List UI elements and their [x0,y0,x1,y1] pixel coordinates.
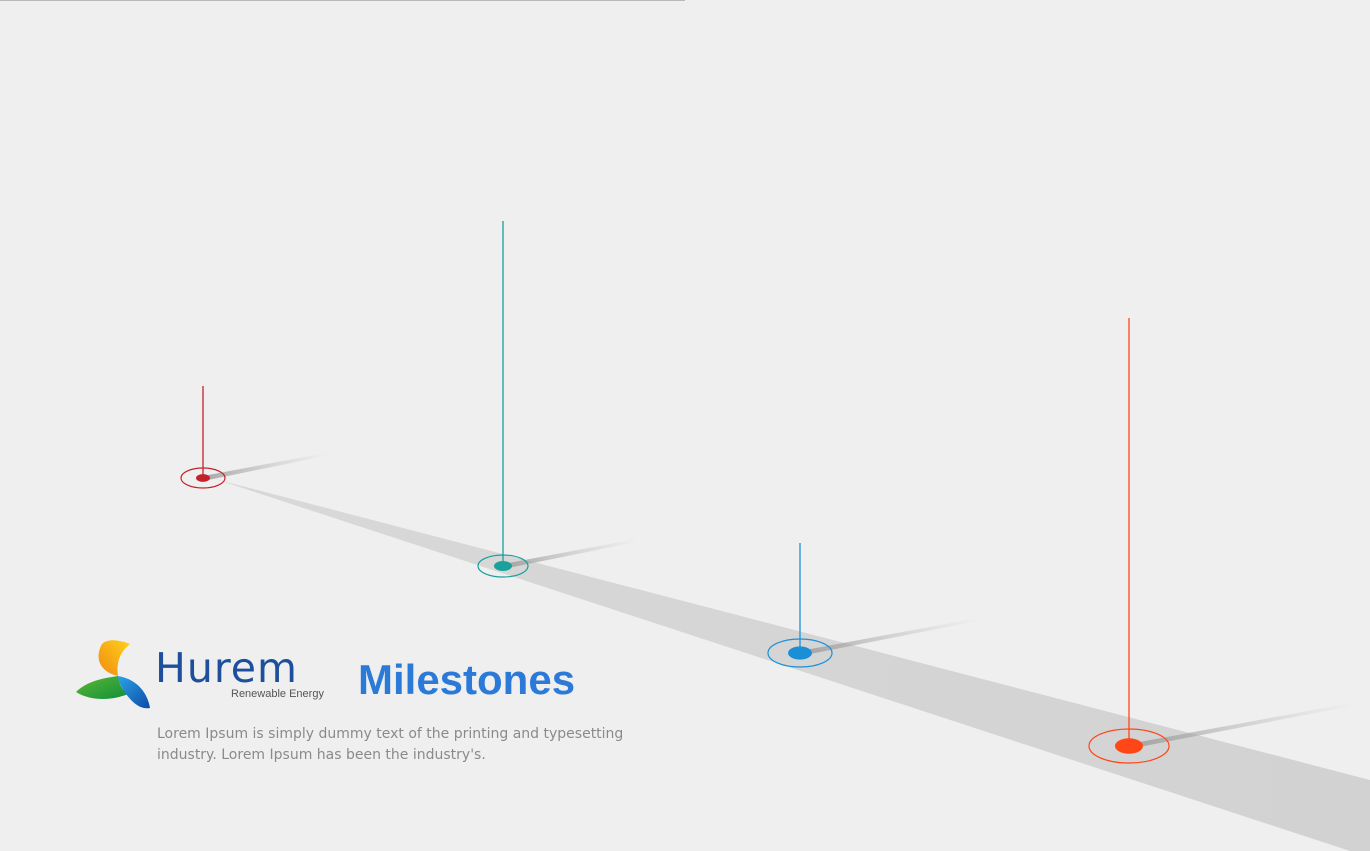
brand-name: Hurem [155,644,298,692]
brand-tagline: Renewable Energy [231,688,324,700]
milestone-marker-3 [767,543,980,668]
milestone-marker-4 [1088,318,1359,764]
milestone-markers [180,221,1359,764]
pin-shadow [1129,701,1359,749]
logo-blue-blade-icon [118,676,150,709]
timeline-road [100,449,1370,851]
logo-orange-blade-icon [98,640,130,676]
brand-logo [76,640,150,709]
pin-shadow [800,617,980,656]
page-title: Milestones [358,656,576,703]
pin-shadow [203,452,328,481]
milestone-marker-1 [180,386,328,489]
pin-shadow [503,538,638,569]
page-description: Lorem Ipsum is simply dummy text of the … [157,726,624,763]
milestone-marker-2 [477,221,638,578]
top-divider [0,0,685,1]
logo-green-blade-icon [76,676,128,699]
